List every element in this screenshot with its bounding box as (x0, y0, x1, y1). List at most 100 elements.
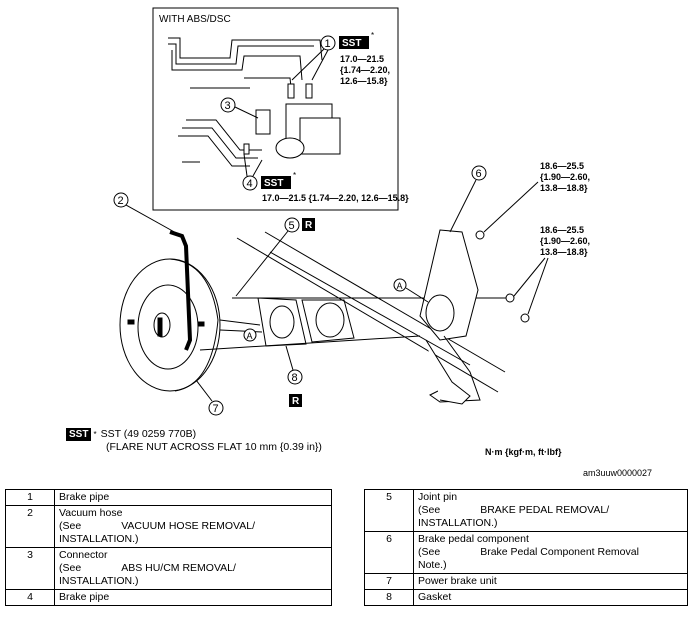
parts-table-right: 5 Joint pin (See BRAKE PEDAL REMOVAL/ INS… (364, 489, 688, 606)
abs-inset-frame (152, 7, 399, 211)
exploded-view-diagram: WITH ABS/DSC 1 SST * 17.0—21.5 {1.74—2.2… (113, 7, 590, 416)
torque-pedal-b-line3: 13.8—18.8} (540, 247, 588, 257)
callout-7-label: 7 (213, 403, 219, 415)
replace-badge-5 (302, 218, 315, 231)
reference-link-cont[interactable]: INSTALLATION.) (59, 575, 139, 587)
point-a-label-booster: A (247, 331, 253, 341)
torque-pedal-b-line2: {1.90—2.60, (540, 236, 590, 246)
callout-4 (242, 175, 258, 191)
sst-note-star: * (93, 430, 97, 439)
reference-link[interactable]: Brake Pedal Component Removal (480, 546, 639, 558)
sst-label-inset-1: SST (342, 38, 361, 49)
see-text: (See (418, 504, 441, 516)
part-number: 6 (364, 531, 414, 574)
dash-panel-outline (236, 231, 506, 393)
parts-table-left: 1 Brake pipe 2 Vacuum hose (See VACUUM HO… (5, 489, 332, 606)
part-name-text: Power brake unit (418, 575, 497, 587)
part-number: 8 (364, 589, 414, 606)
table-row: 3 Connector (See ABS HU/CM REMOVAL/ INSTA… (5, 547, 332, 590)
see-text: (See (59, 562, 82, 574)
point-a-label-pedal: A (397, 281, 403, 291)
callout-1-label: 1 (325, 38, 331, 50)
vacuum-hose (169, 230, 193, 351)
sst-label-inset-4: SST (264, 178, 283, 189)
sst-star-1: * (371, 31, 374, 40)
inset-title: WITH ABS/DSC (159, 14, 231, 25)
torque-inset-1-line1: 17.0—21.5 (340, 54, 384, 64)
table-row: 4 Brake pipe (5, 589, 332, 606)
part-name: Vacuum hose (See VACUUM HOSE REMOVAL/ INS… (54, 505, 332, 548)
part-name: Gasket (413, 589, 688, 606)
callout-5-label: 5 (289, 220, 295, 232)
replace-label-5: R (305, 220, 313, 231)
torque-inset-1-line3: 12.6—15.8} (340, 76, 388, 86)
part-name-text: Brake pipe (59, 591, 110, 603)
reference-link-cont[interactable]: INSTALLATION.) (59, 533, 139, 545)
part-number: 7 (364, 573, 414, 590)
reference-link[interactable]: VACUUM HOSE REMOVAL/ (121, 520, 255, 532)
callout-7 (208, 400, 224, 416)
replace-badge-8 (289, 394, 302, 407)
table-row: 6 Brake pedal component (See Brake Pedal … (364, 531, 688, 574)
power-brake-unit (119, 258, 263, 392)
part-name: Brake pedal component (See Brake Pedal Co… (413, 531, 688, 574)
callout-6 (471, 165, 487, 181)
reference-link-cont[interactable]: Note.) (418, 559, 447, 571)
part-number: 3 (5, 547, 55, 590)
sst-note: SST*SST (49 0259 770B) (FLARE NUT ACROSS… (66, 428, 322, 454)
torque-unit-label: N·m {kgf·m, ft·lbf} (485, 447, 562, 457)
callout-4-label: 4 (247, 178, 253, 190)
part-name-text: Connector (59, 549, 108, 561)
torque-pedal-b-line1: 18.6—25.5 (540, 225, 584, 235)
part-name: Connector (See ABS HU/CM REMOVAL/ INSTALL… (54, 547, 332, 590)
sst-note-line1: SST (49 0259 770B) (100, 428, 197, 440)
gasket-plates (257, 297, 355, 347)
pushrod-line (199, 335, 421, 351)
see-text: (See (418, 546, 441, 558)
reference-link[interactable]: ABS HU/CM REMOVAL/ (121, 562, 236, 574)
callout-8-label: 8 (292, 372, 298, 384)
figure-id: am3uuw0000027 (583, 468, 653, 478)
sst-note-line2: (FLARE NUT ACROSS FLAT 10 mm {0.39 in}) (106, 441, 322, 453)
part-number: 5 (364, 489, 414, 532)
part-name: Brake pipe (54, 589, 332, 606)
part-name-text: Vacuum hose (59, 507, 123, 519)
torque-pedal-a-line3: 13.8—18.8} (540, 183, 588, 193)
point-a-marker-booster (243, 328, 257, 342)
part-name-text: Joint pin (418, 491, 458, 503)
callout-6-label: 6 (476, 168, 482, 180)
part-number: 1 (5, 489, 55, 506)
callout-2 (113, 192, 129, 208)
part-name-text: Gasket (418, 591, 452, 603)
replace-label-8: R (292, 396, 300, 407)
callout-3 (220, 97, 236, 113)
sst-note-badge: SST (66, 428, 92, 441)
table-row: 7 Power brake unit (364, 573, 688, 590)
part-number: 4 (5, 589, 55, 606)
table-row: 2 Vacuum hose (See VACUUM HOSE REMOVAL/ I… (5, 505, 332, 548)
torque-inset-4: 17.0—21.5 {1.74—2.20, 12.6—15.8} (262, 193, 409, 203)
part-name-text: Brake pipe (59, 491, 110, 503)
callout-2-label: 2 (118, 195, 124, 207)
torque-pedal-a-line1: 18.6—25.5 (540, 161, 584, 171)
sst-star-4: * (293, 171, 296, 180)
part-name-text: Brake pedal component (418, 533, 529, 545)
part-number: 2 (5, 505, 55, 548)
sst-badge-inset-1 (339, 36, 369, 49)
reference-link-cont[interactable]: INSTALLATION.) (418, 517, 498, 529)
table-row: 5 Joint pin (See BRAKE PEDAL REMOVAL/ INS… (364, 489, 688, 532)
table-row: 1 Brake pipe (5, 489, 332, 506)
table-row: 8 Gasket (364, 589, 688, 606)
abs-hydraulic-unit (243, 83, 341, 159)
point-a-marker-pedal (393, 278, 407, 292)
brake-pedal-bracket (419, 229, 530, 405)
part-name: Brake pipe (54, 489, 332, 506)
part-name: Power brake unit (413, 573, 688, 590)
sst-badge-inset-4 (261, 176, 291, 189)
reference-link[interactable]: BRAKE PEDAL REMOVAL/ (480, 504, 610, 516)
see-text: (See (59, 520, 82, 532)
callout-8 (287, 369, 303, 385)
torque-inset-1-line2: {1.74—2.20, (340, 65, 390, 75)
callout-5 (284, 217, 300, 233)
torque-pedal-a-line2: {1.90—2.60, (540, 172, 590, 182)
